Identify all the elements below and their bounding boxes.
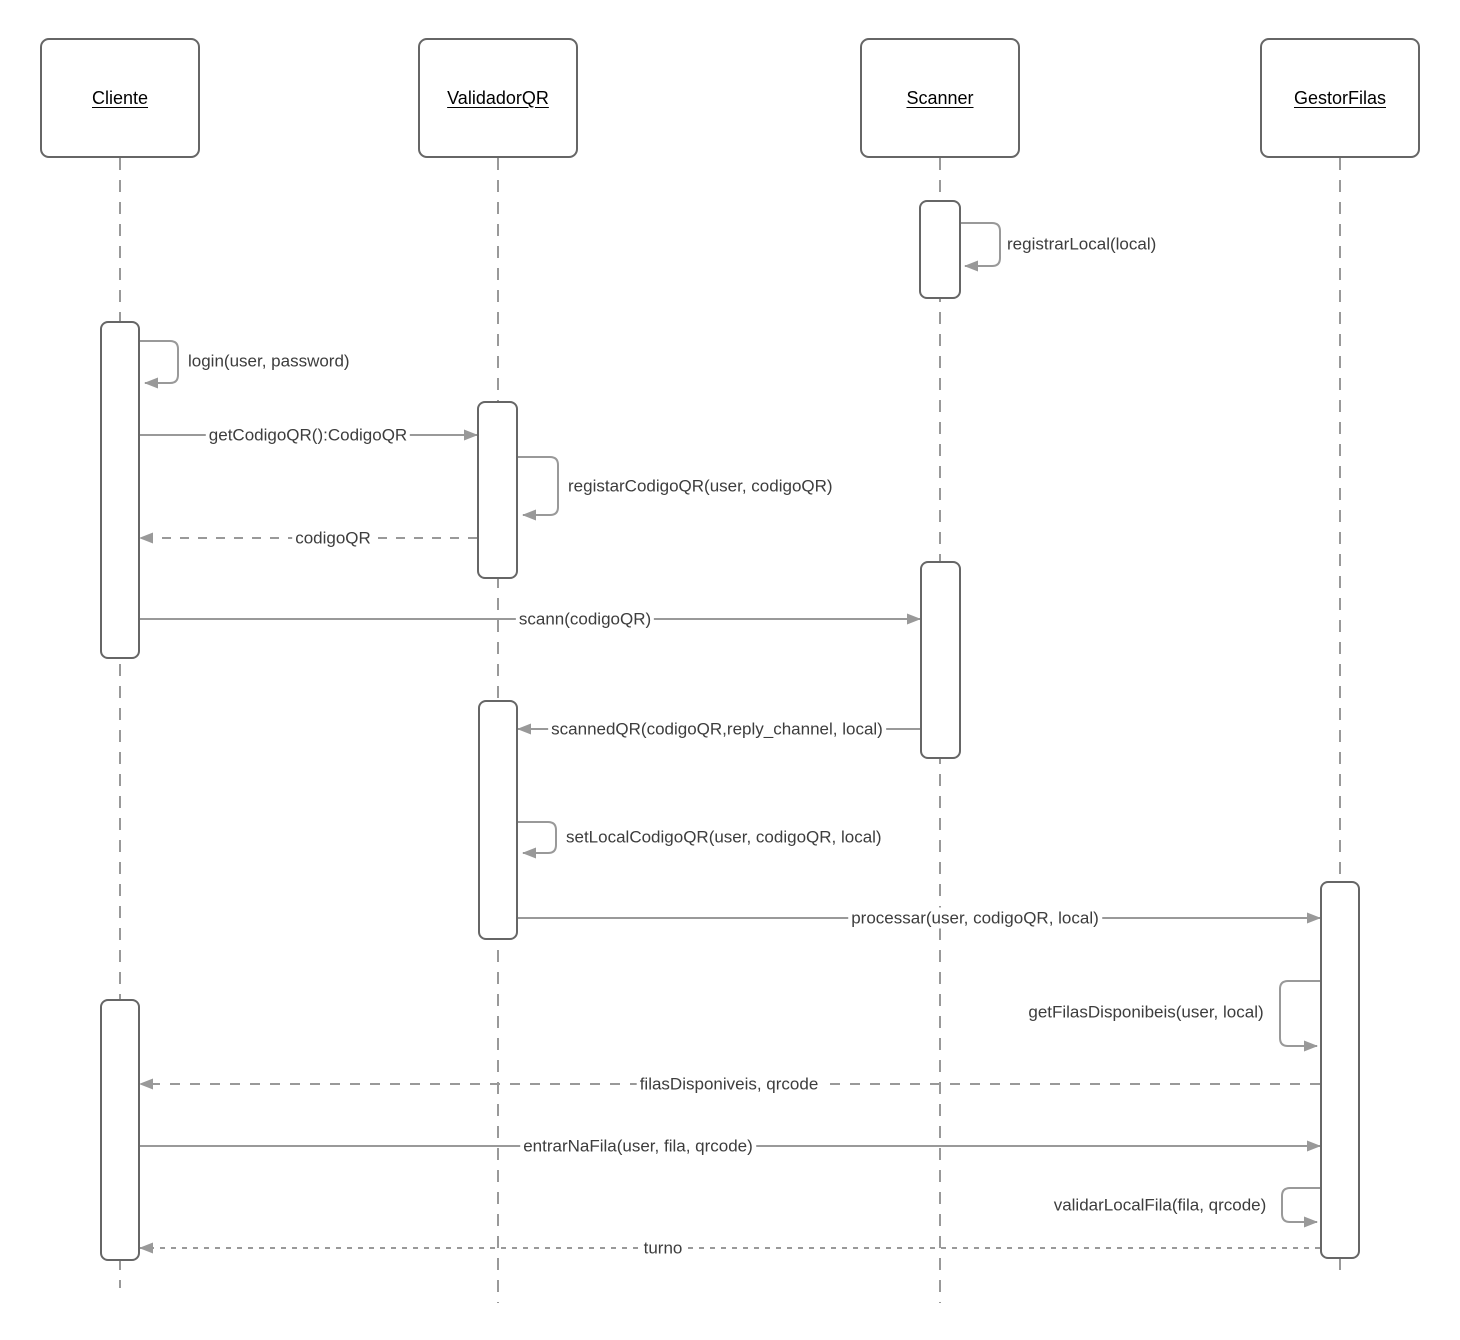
activation-scanner-1 <box>919 200 961 299</box>
activation-gestorfilas-1 <box>1320 881 1360 1259</box>
activation-validadorqr-2 <box>478 700 518 940</box>
message-label-registrarlocal: registrarLocal(local) <box>1007 234 1157 254</box>
message-label-turno: turno <box>640 1237 686 1259</box>
activation-scanner-2 <box>920 561 961 759</box>
message-label-entrarnafila: entrarNaFila(user, fila, qrcode) <box>520 1135 756 1157</box>
message-label-login: login(user, password) <box>188 351 350 371</box>
message-label-getcodigoqr: getCodigoQR():CodigoQR <box>205 424 411 446</box>
lifeline-name-scanner: Scanner <box>906 87 974 108</box>
self-loop-registrarlocal <box>961 222 1001 272</box>
lifeline-head-cliente: Cliente <box>40 38 200 158</box>
lifeline-name-validadorqr: ValidadorQR <box>447 87 549 108</box>
message-label-registarcodigoqr: registarCodigoQR(user, codigoQR) <box>568 476 833 496</box>
self-loop-registarcodigoqr <box>518 456 559 521</box>
activation-cliente-2 <box>100 999 140 1261</box>
message-label-getfilasdisponibeis: getFilasDisponibeis(user, local) <box>1028 1002 1264 1022</box>
message-label-scann: scann(codigoQR) <box>515 608 655 630</box>
activation-cliente-1 <box>100 321 140 659</box>
message-label-processar: processar(user, codigoQR, local) <box>848 907 1102 929</box>
lifeline-head-gestorfilas: GestorFilas <box>1260 38 1420 158</box>
lifeline-name-cliente: Cliente <box>91 87 149 108</box>
lifeline-name-gestorfilas: GestorFilas <box>1293 87 1387 108</box>
lifeline-head-scanner: Scanner <box>860 38 1020 158</box>
message-label-scannedqr: scannedQR(codigoQR,reply_channel, local) <box>548 718 886 740</box>
message-label-validarlocalfila: validarLocalFila(fila, qrcode) <box>1053 1195 1267 1215</box>
message-label-filasdisponiveis: filasDisponiveis, qrcode <box>636 1073 822 1095</box>
self-loop-login <box>140 340 179 389</box>
lifeline-head-validadorqr: ValidadorQR <box>418 38 578 158</box>
message-label-codigoqr: codigoQR <box>292 527 374 549</box>
activation-validadorqr-1 <box>477 401 518 579</box>
self-loop-getfilasdisponibeis <box>1279 980 1320 1052</box>
message-label-setlocalcodigoqr: setLocalCodigoQR(user, codigoQR, local) <box>566 827 882 847</box>
self-loop-setlocalcodigoqr <box>518 821 557 859</box>
self-loop-validarlocalfila <box>1281 1187 1320 1228</box>
